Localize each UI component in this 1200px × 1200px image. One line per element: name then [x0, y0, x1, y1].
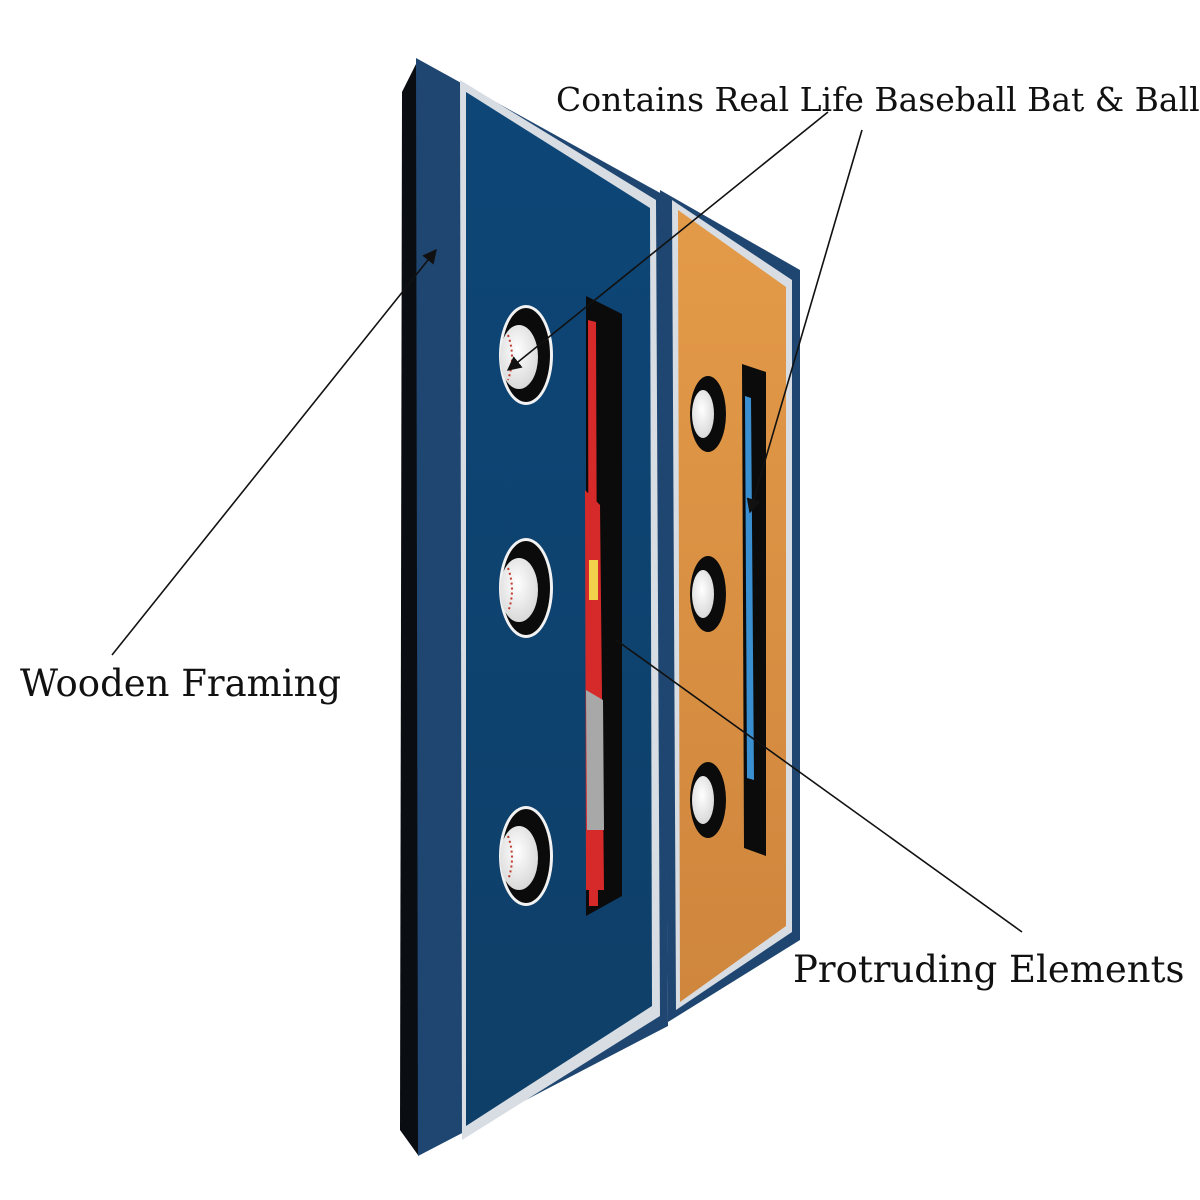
leader-line-wood: [111, 248, 437, 656]
bat-label: [589, 560, 598, 600]
leader-line-ball: [506, 111, 829, 371]
baseball: [692, 390, 714, 438]
baseball: [692, 570, 714, 618]
baseball: [500, 325, 538, 389]
callout-contains-bat-ball: Contains Real Life Baseball Bat & Ball: [556, 80, 1200, 119]
annotation-lines: [111, 111, 1023, 933]
blue-bat: [745, 396, 754, 780]
blue-shadow-box: [400, 58, 668, 1156]
stitches: [507, 567, 513, 613]
blue-frame-side: [400, 60, 418, 1155]
callout-protruding-elements: Protruding Elements: [793, 948, 1185, 991]
blue-mat: [466, 92, 652, 1126]
baseball: [500, 558, 538, 622]
stitches: [507, 334, 513, 381]
callout-wooden-framing: Wooden Framing: [20, 662, 342, 705]
baseball: [500, 826, 538, 890]
leader-line-bat: [746, 129, 863, 514]
baseball: [692, 776, 714, 824]
bat-grip: [586, 690, 604, 830]
leader-line-protruding: [615, 639, 1023, 933]
orange-shadow-box: [660, 190, 800, 1022]
stitches: [507, 835, 513, 881]
